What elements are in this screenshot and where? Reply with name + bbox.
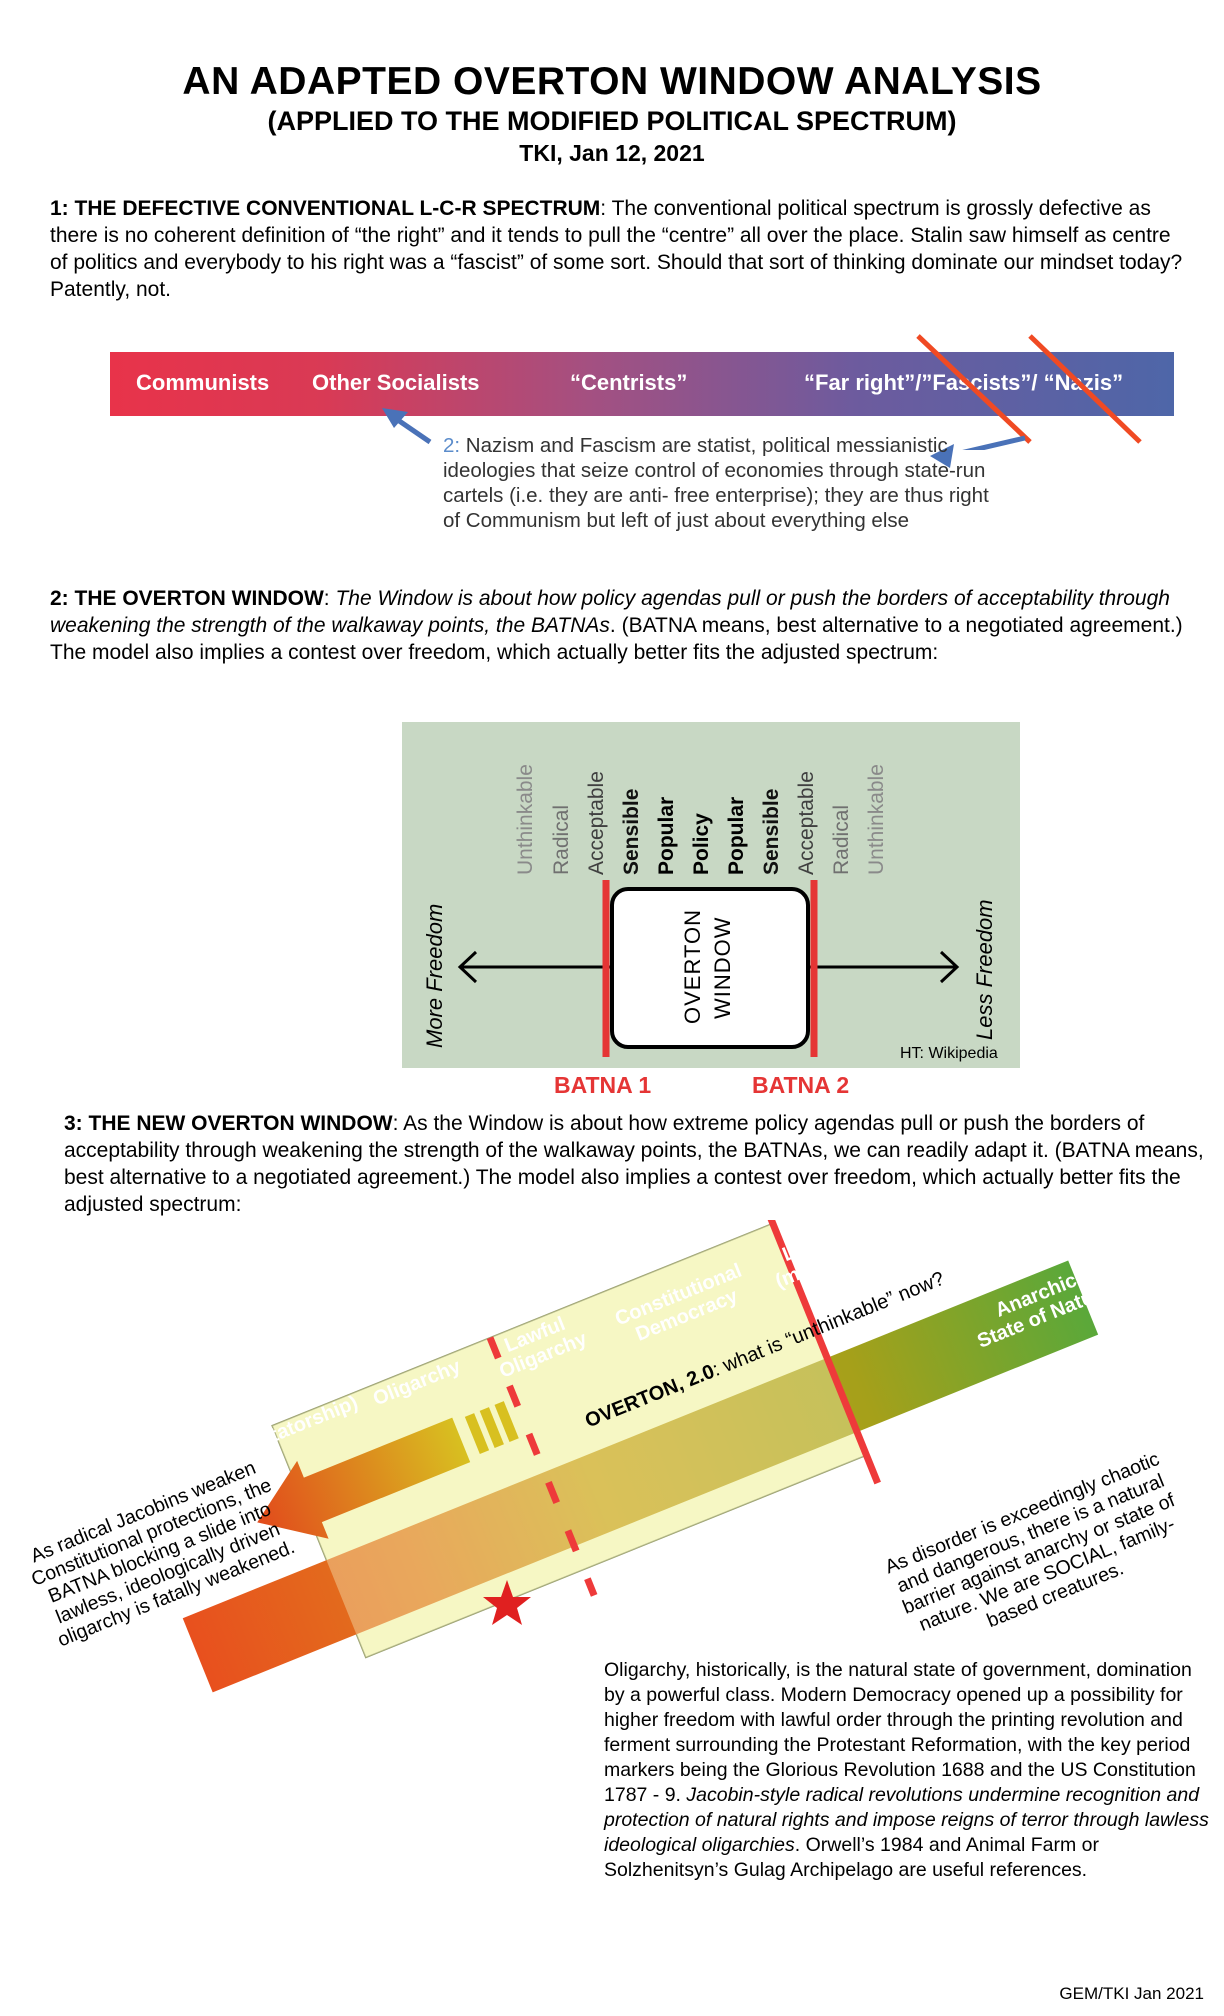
level-acceptable-right: Acceptable: [795, 771, 818, 875]
lcr-spectrum-bar: [110, 352, 1174, 416]
oligarchy-text1: Oligarchy, historically, is the natural …: [604, 1659, 1196, 1806]
level-unthinkable-left: Unthinkable: [514, 764, 537, 875]
level-popular-left: Popular: [655, 796, 678, 875]
overton-window-diagram: Unthinkable Radical Acceptable Sensible …: [402, 722, 1020, 1068]
slide-arrow: [257, 1417, 471, 1539]
arrow-from-note: [962, 435, 1026, 450]
level-popular-right: Popular: [725, 796, 748, 875]
footer-credit: GEM/TKI Jan 2021: [1059, 1984, 1204, 2003]
level-acceptable-left: Acceptable: [585, 771, 608, 875]
section2-heading: 2: THE OVERTON WINDOW: [50, 587, 324, 610]
spectrum-note: 2: Nazism and Fascism are statist, polit…: [443, 433, 1003, 533]
note-number: 2:: [443, 434, 461, 457]
arrow-head-note-icon: [930, 444, 954, 468]
arrow-head-left-icon: [382, 408, 408, 428]
credit-label: HT: Wikipedia: [900, 1045, 998, 1062]
oligarchy-paragraph: Oligarchy, historically, is the natural …: [604, 1658, 1214, 1883]
section1-heading: 1: THE DEFECTIVE CONVENTIONAL L-C-R SPEC…: [50, 197, 601, 220]
new-overton-diagram: [182, 1220, 1099, 1693]
window-label-line2: WINDOW: [710, 916, 735, 1019]
byline: TKI, Jan 12, 2021: [519, 140, 705, 166]
arrow-right-icon: [939, 950, 960, 984]
strike-line-2: [1028, 334, 1142, 444]
rotated-spectrum: [182, 1220, 1099, 1693]
section3-heading: 3: THE NEW OVERTON WINDOW: [64, 1112, 393, 1135]
arrow-left-icon: [457, 950, 478, 984]
overton-graphics: [457, 880, 960, 1057]
star-icon: [483, 1580, 531, 1625]
level-unthinkable-right: Unthinkable: [865, 764, 888, 875]
level-radical-right: Radical: [830, 804, 853, 875]
section2-italic: The Window is about how policy agendas p…: [50, 587, 1170, 637]
spectrum-label-centrists: “Centrists”: [570, 370, 688, 395]
batna2-label: BATNA 2: [752, 1072, 850, 1098]
page-title: AN ADAPTED OVERTON WINDOW ANALYSIS: [182, 60, 1042, 103]
note-text: Nazism and Fascism are statist, politica…: [443, 434, 989, 532]
more-freedom-label: More Freedom: [422, 903, 447, 1048]
window-label-line1: OVERTON: [680, 909, 705, 1024]
less-freedom-label: Less Freedom: [972, 899, 997, 1040]
batna1-label: BATNA 1: [554, 1072, 652, 1098]
arrow-dash-1: [464, 1413, 490, 1454]
section3-paragraph: 3: THE NEW OVERTON WINDOW: As the Window…: [64, 1110, 1214, 1218]
overton-window-box: [610, 887, 810, 1049]
level-sensible-right: Sensible: [760, 788, 783, 875]
oligarchy-italic: Jacobin-style radical revolutions underm…: [604, 1784, 1209, 1856]
arrow-dash-3: [494, 1401, 519, 1442]
strike-line-1: [916, 334, 1032, 444]
section3-text: : As the Window is about how extreme pol…: [64, 1112, 1204, 1216]
section1-text: : The conventional political spectrum is…: [50, 197, 1183, 301]
spectrum-label-socialists: Other Socialists: [312, 370, 480, 395]
arrow-dash-2: [479, 1407, 504, 1448]
batna2-line: [758, 1220, 881, 1485]
level-sensible-left: Sensible: [620, 788, 643, 875]
level-policy: Policy: [690, 813, 713, 875]
level-radical-left: Radical: [550, 804, 573, 875]
oligarchy-text2: . Orwell’s 1984 and Animal Farm or Solzh…: [604, 1834, 1099, 1881]
section2-text: . (BATNA means, best alternative to a ne…: [50, 614, 1183, 664]
spectrum-annotations: [382, 334, 1142, 450]
section2-paragraph: 2: THE OVERTON WINDOW: The Window is abo…: [50, 587, 1183, 664]
page-subtitle: (APPLIED TO THE MODIFIED POLITICAL SPECT…: [267, 106, 957, 136]
section1-paragraph: 1: THE DEFECTIVE CONVENTIONAL L-C-R SPEC…: [50, 195, 1190, 303]
new-spectrum-band: [182, 1260, 1099, 1693]
spectrum-label-communists: Communists: [136, 370, 270, 395]
